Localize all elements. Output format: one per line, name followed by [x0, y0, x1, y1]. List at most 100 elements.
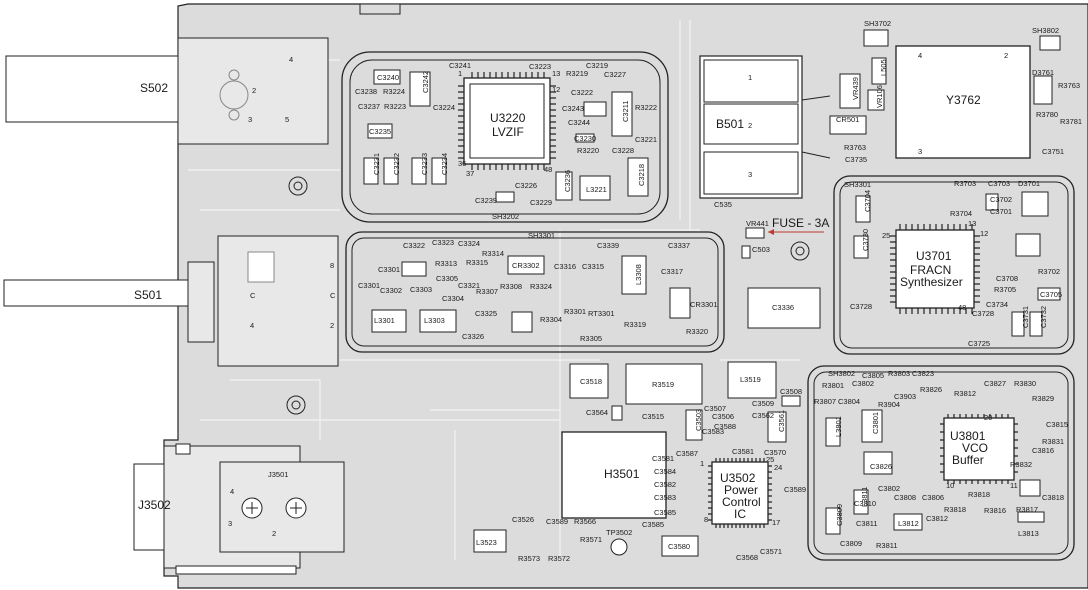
svg-text:C3815: C3815: [1046, 420, 1068, 429]
crystal-y3762: Y3762: [895, 45, 1031, 159]
svg-text:R3219: R3219: [566, 69, 588, 78]
shield-sh3702: [833, 175, 1075, 355]
connector-j3502: J3502 J3501: [133, 445, 345, 569]
svg-text:C3224: C3224: [433, 103, 455, 112]
svg-text:4: 4: [230, 487, 234, 496]
svg-text:C3508: C3508: [780, 387, 802, 396]
svg-text:C3809: C3809: [840, 539, 862, 548]
svg-text:C3732: C3732: [1039, 306, 1048, 328]
svg-text:R3781: R3781: [1060, 117, 1082, 126]
svg-text:VR439: VR439: [851, 77, 860, 100]
svg-text:L3221: L3221: [586, 185, 607, 194]
svg-text:C3321: C3321: [458, 281, 480, 290]
svg-text:C3231: C3231: [372, 153, 381, 175]
svg-text:2: 2: [252, 86, 256, 95]
svg-text:R3307: R3307: [476, 287, 498, 296]
svg-text:3: 3: [248, 115, 252, 124]
svg-text:C3561: C3561: [777, 410, 786, 432]
svg-text:VCO: VCO: [962, 441, 988, 455]
s502-label: S502: [140, 81, 168, 95]
svg-text:C3302: C3302: [380, 286, 402, 295]
svg-text:R3705: R3705: [994, 285, 1016, 294]
svg-text:R3305: R3305: [580, 334, 602, 343]
svg-text:R3301: R3301: [564, 307, 586, 316]
svg-text:4: 4: [289, 55, 293, 64]
svg-text:R3702: R3702: [1038, 267, 1060, 276]
svg-text:C3802: C3802: [878, 484, 900, 493]
connector-s501: S501: [3, 235, 339, 367]
svg-text:SH3301: SH3301: [844, 180, 871, 189]
svg-text:R3573: R3573: [518, 554, 540, 563]
svg-text:J3501: J3501: [268, 470, 288, 479]
svg-text:R3304: R3304: [540, 315, 562, 324]
svg-text:36: 36: [458, 159, 466, 168]
svg-text:CR501: CR501: [836, 115, 859, 124]
svg-text:L3523: L3523: [476, 538, 497, 547]
svg-text:8: 8: [704, 515, 708, 524]
svg-text:R3324: R3324: [530, 282, 552, 291]
svg-text:Power: Power: [724, 483, 758, 497]
mounting-hole: [286, 176, 810, 415]
svg-text:C3323: C3323: [432, 238, 454, 247]
svg-text:R3223: R3223: [384, 102, 406, 111]
svg-text:C3571: C3571: [760, 547, 782, 556]
svg-text:C3509: C3509: [752, 399, 774, 408]
svg-text:C: C: [250, 291, 256, 300]
svg-text:C3731: C3731: [1021, 306, 1030, 328]
svg-text:SH3702: SH3702: [864, 19, 891, 28]
svg-text:R3829: R3829: [1032, 394, 1054, 403]
svg-text:R3224: R3224: [383, 87, 405, 96]
svg-text:R3763: R3763: [844, 143, 866, 152]
svg-text:R3319: R3319: [624, 320, 646, 329]
svg-text:13: 13: [552, 69, 560, 78]
ic-u3220: U3220 LVZIF: [458, 72, 556, 170]
svg-text:R3703: R3703: [954, 179, 976, 188]
svg-text:R3222: R3222: [635, 103, 657, 112]
svg-text:1: 1: [748, 73, 752, 82]
svg-text:2: 2: [272, 529, 276, 538]
svg-text:L505: L505: [879, 59, 888, 76]
svg-text:C3227: C3227: [604, 70, 626, 79]
svg-text:C3223: C3223: [529, 62, 551, 71]
svg-text:C3228: C3228: [612, 146, 634, 155]
svg-text:C3322: C3322: [403, 241, 425, 250]
svg-text:R3314: R3314: [482, 249, 504, 258]
b501: B501: [699, 55, 831, 199]
svg-text:C3568: C3568: [736, 553, 758, 562]
svg-text:C3324: C3324: [458, 239, 480, 248]
svg-text:C3326: C3326: [462, 332, 484, 341]
svg-text:R3572: R3572: [548, 554, 570, 563]
svg-text:C3735: C3735: [845, 155, 867, 164]
svg-text:SH3802: SH3802: [1032, 26, 1059, 35]
svg-text:R3801: R3801: [822, 381, 844, 390]
svg-text:SH3202: SH3202: [492, 212, 519, 221]
svg-text:C3241: C3241: [449, 61, 471, 70]
shield-sh3301: [345, 231, 725, 353]
svg-text:C3818: C3818: [1042, 493, 1064, 502]
svg-text:R3812: R3812: [954, 389, 976, 398]
svg-text:C3234: C3234: [440, 153, 449, 175]
svg-text:C3301: C3301: [378, 265, 400, 274]
svg-text:5: 5: [285, 115, 289, 124]
svg-text:25: 25: [766, 455, 774, 464]
svg-text:R3315: R3315: [466, 258, 488, 267]
svg-text:12: 12: [552, 85, 560, 94]
svg-text:C3583: C3583: [654, 493, 676, 502]
svg-text:13: 13: [968, 219, 976, 228]
svg-text:U3801: U3801: [950, 429, 986, 443]
svg-text:C3801: C3801: [871, 412, 880, 434]
svg-text:C3503: C3503: [694, 409, 703, 431]
j3502-label: J3502: [138, 498, 171, 512]
shield-sh3802: [807, 365, 1075, 561]
svg-text:C3585: C3585: [642, 520, 664, 529]
svg-text:C3701: C3701: [990, 207, 1012, 216]
svg-text:C3811: C3811: [856, 519, 878, 528]
svg-text:L3811: L3811: [860, 487, 869, 507]
svg-text:C3506: C3506: [712, 412, 734, 421]
svg-text:C3806: C3806: [922, 493, 944, 502]
svg-text:L3301: L3301: [374, 316, 395, 325]
svg-text:C3242: C3242: [421, 71, 430, 93]
svg-text:R3220: R3220: [577, 146, 599, 155]
svg-text:2: 2: [330, 321, 334, 330]
